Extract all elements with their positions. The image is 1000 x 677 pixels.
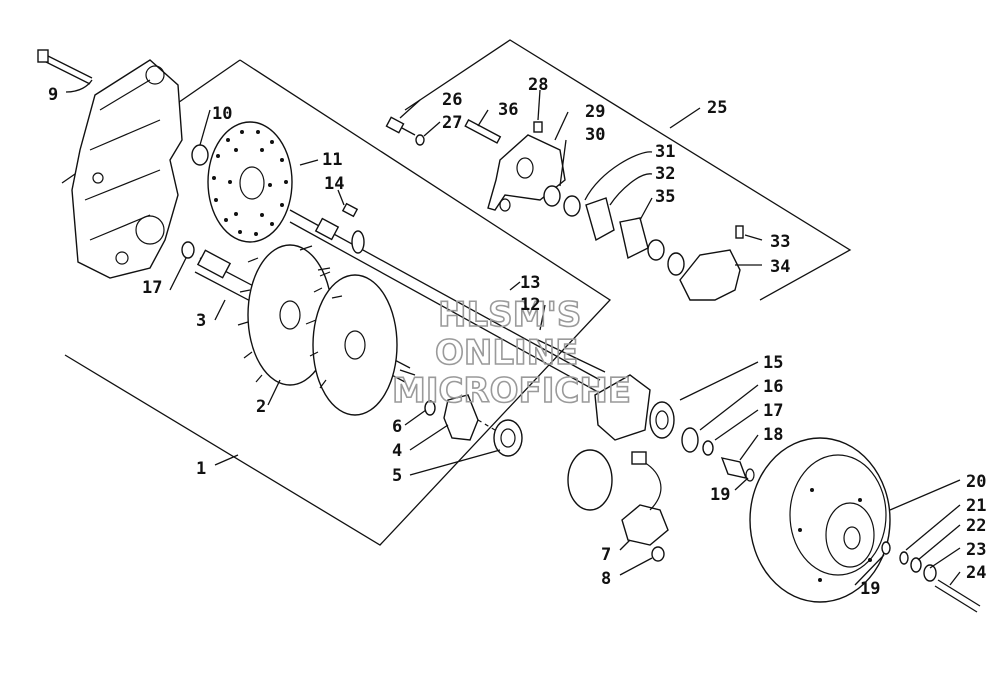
upper-shaft-13 [289,209,601,393]
callout-10: 10 [212,104,232,124]
callout-24: 24 [966,563,986,583]
callout-22: 22 [966,516,986,536]
leader-lines [65,79,961,586]
bleeder-33 [735,225,744,239]
callout-30: 30 [585,125,605,145]
callout-17: 17 [142,278,162,298]
callout-11: 11 [322,150,342,170]
spacer-19-right [881,541,891,555]
drive-sprockets-2 [237,244,416,416]
callout-8: 8 [601,569,611,589]
callout-14: 14 [324,174,344,194]
seal-plate [567,449,613,511]
caliper-half-34 [679,249,741,301]
svg-text:ONLINE: ONLINE [435,333,578,373]
callout-27: 27 [442,113,462,133]
callout-25: 25 [707,98,727,118]
callout-4: 4 [392,441,402,461]
o-ring-2 [667,252,685,276]
callout-17b: 17 [763,401,783,421]
callout-26: 26 [442,90,462,110]
bearing-15 [649,401,675,439]
callout-33: 33 [770,232,790,252]
callout-23: 23 [966,540,986,560]
seal-17-left [181,241,195,259]
callout-2: 2 [256,397,266,417]
callout-13: 13 [520,273,540,293]
assembly-25-outline [404,39,852,301]
callout-28: 28 [528,75,548,95]
washer-21 [899,551,909,565]
callout-labels: 9 10 11 14 17 3 2 1 6 4 5 13 12 26 27 36… [48,75,986,599]
callout-19b: 19 [860,579,880,599]
flange-plate [594,374,651,441]
washer-23 [923,564,937,582]
seal-17-right [702,440,714,456]
callout-1: 1 [196,459,206,479]
callout-12: 12 [520,295,540,315]
callout-7: 7 [601,545,611,565]
nut-8 [651,546,665,562]
callout-19: 19 [710,485,730,505]
callout-35: 35 [655,187,675,207]
bleeder-26 [385,116,416,136]
spacer-6 [424,400,436,416]
washer-16 [681,427,699,453]
watermark: HLSM'S ONLINE MICROFICHE [391,294,632,412]
bolt-24 [934,579,981,613]
callout-16: 16 [763,377,783,397]
callout-9: 9 [48,85,58,105]
bearing-5 [477,419,523,457]
pin-36 [464,118,502,144]
callout-18: 18 [763,425,783,445]
callout-6: 6 [392,417,402,437]
callout-34: 34 [770,257,790,277]
key-14 [341,202,359,218]
callout-5: 5 [392,466,402,486]
o-ring [647,239,665,261]
chaincase-housing [71,59,183,279]
callout-21: 21 [966,496,986,516]
callout-32: 32 [655,164,675,184]
bolt-9 [37,49,93,85]
svg-text:HLSM'S: HLSM'S [438,295,581,335]
brake-disc-11 [207,121,293,243]
callout-20: 20 [966,472,986,492]
washer-22 [910,557,922,573]
callout-36: 36 [498,100,518,120]
pad-35 [619,217,649,260]
screw-28 [533,121,543,133]
driven-pulley-20 [749,437,891,603]
flange-4 [443,394,479,441]
callout-3: 3 [196,311,206,331]
pad-32 [585,197,615,242]
sleeve-18 [720,457,755,482]
washer-10 [191,144,209,166]
shaft-12 [537,339,606,373]
svg-text:MICROFICHE: MICROFICHE [392,371,631,411]
washer-27 [415,134,425,146]
piston-30 [543,185,561,207]
callout-31: 31 [655,142,675,162]
speed-sensor-7 [621,451,669,546]
callout-29: 29 [585,102,605,122]
callout-15: 15 [763,353,783,373]
ring-31 [563,195,581,217]
